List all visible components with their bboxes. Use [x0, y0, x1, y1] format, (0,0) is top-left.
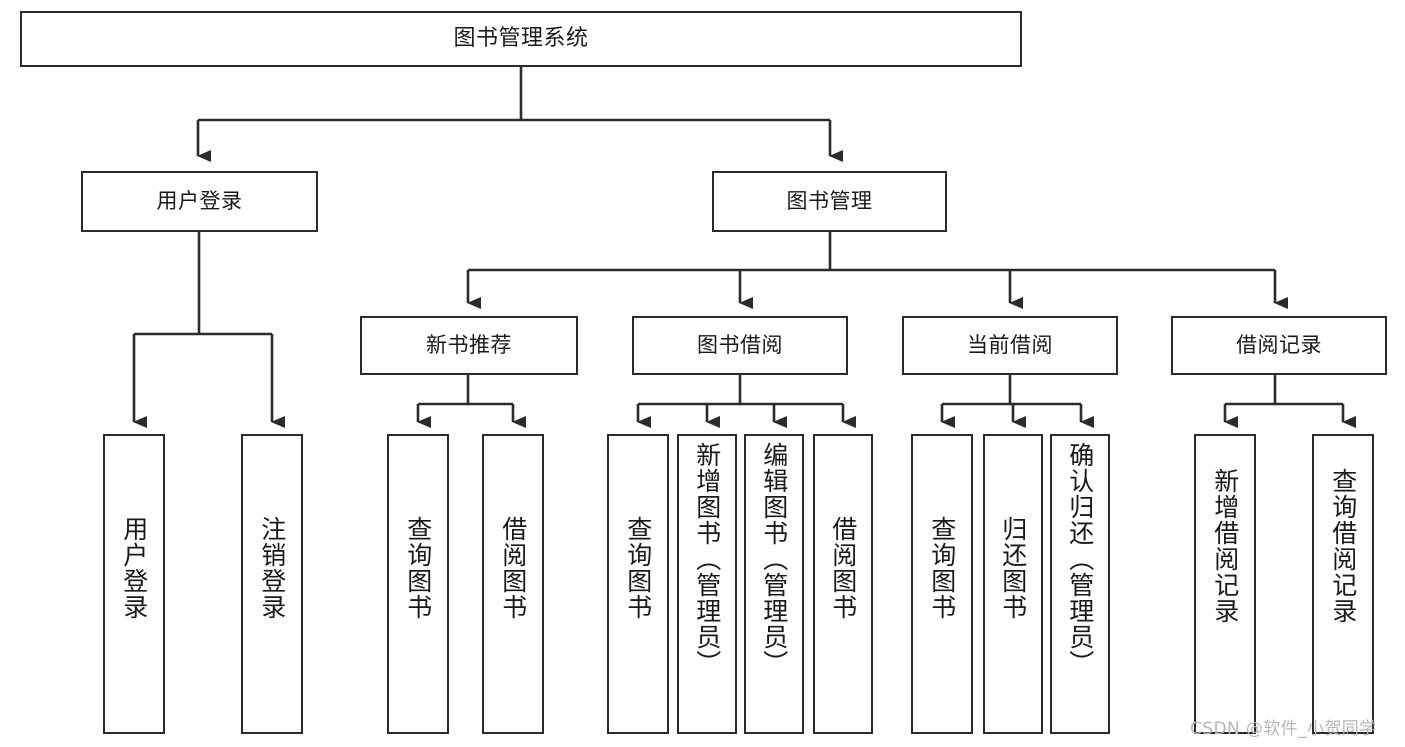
- node-label: 注销登录: [257, 516, 287, 620]
- node-root-system[interactable]: 图书管理系统: [20, 11, 1022, 67]
- node-label: 当前借阅: [967, 333, 1053, 357]
- leaf-records-add-record[interactable]: 新增借阅记录: [1194, 434, 1256, 734]
- node-label: 图书借阅: [697, 333, 783, 357]
- leaf-current-confirm-return-admin[interactable]: 确认归还（管理员）: [1050, 434, 1110, 734]
- leaf-borrow-borrow-book[interactable]: 借阅图书: [813, 434, 873, 734]
- leaf-recommend-query-book[interactable]: 查询图书: [387, 434, 449, 734]
- node-new-book-recommend[interactable]: 新书推荐: [360, 316, 578, 375]
- node-label: 新增借阅记录: [1210, 468, 1240, 624]
- node-label: 归还图书: [998, 516, 1028, 620]
- node-label: 图书管理: [786, 189, 873, 213]
- node-label: 借阅图书: [828, 516, 858, 620]
- node-label: 图书管理系统: [453, 26, 589, 51]
- node-label: 新书推荐: [426, 333, 512, 357]
- node-borrow-records[interactable]: 借阅记录: [1171, 316, 1387, 375]
- leaf-user-login-login[interactable]: 用户登录: [103, 434, 165, 734]
- node-label: 查询图书: [927, 516, 957, 620]
- node-label: 用户登录: [156, 189, 243, 213]
- node-label: 查询图书: [623, 516, 653, 620]
- csdn-watermark: CSDN @软件_小贺同学: [1190, 719, 1377, 739]
- leaf-user-login-logout[interactable]: 注销登录: [241, 434, 303, 734]
- leaf-current-query-book[interactable]: 查询图书: [911, 434, 973, 734]
- node-label: 新增图书（管理员）: [692, 442, 722, 676]
- node-label: 查询图书: [403, 516, 433, 620]
- node-label: 确认归还（管理员）: [1065, 442, 1095, 676]
- leaf-records-query-record[interactable]: 查询借阅记录: [1312, 434, 1374, 734]
- node-label: 编辑图书（管理员）: [759, 442, 789, 676]
- leaf-borrow-query-book[interactable]: 查询图书: [607, 434, 669, 734]
- node-label: 查询借阅记录: [1328, 468, 1358, 624]
- node-user-login[interactable]: 用户登录: [81, 171, 318, 232]
- node-book-management[interactable]: 图书管理: [712, 171, 947, 232]
- leaf-current-return-book[interactable]: 归还图书: [983, 434, 1043, 734]
- node-label: 用户登录: [119, 516, 149, 620]
- node-book-borrow[interactable]: 图书借阅: [632, 316, 848, 375]
- leaf-recommend-borrow-book[interactable]: 借阅图书: [482, 434, 544, 734]
- leaf-borrow-edit-book-admin[interactable]: 编辑图书（管理员）: [744, 434, 804, 734]
- node-current-borrow[interactable]: 当前借阅: [902, 316, 1118, 375]
- node-label: 借阅记录: [1236, 333, 1322, 357]
- node-label: 借阅图书: [498, 516, 528, 620]
- leaf-borrow-add-book-admin[interactable]: 新增图书（管理员）: [677, 434, 737, 734]
